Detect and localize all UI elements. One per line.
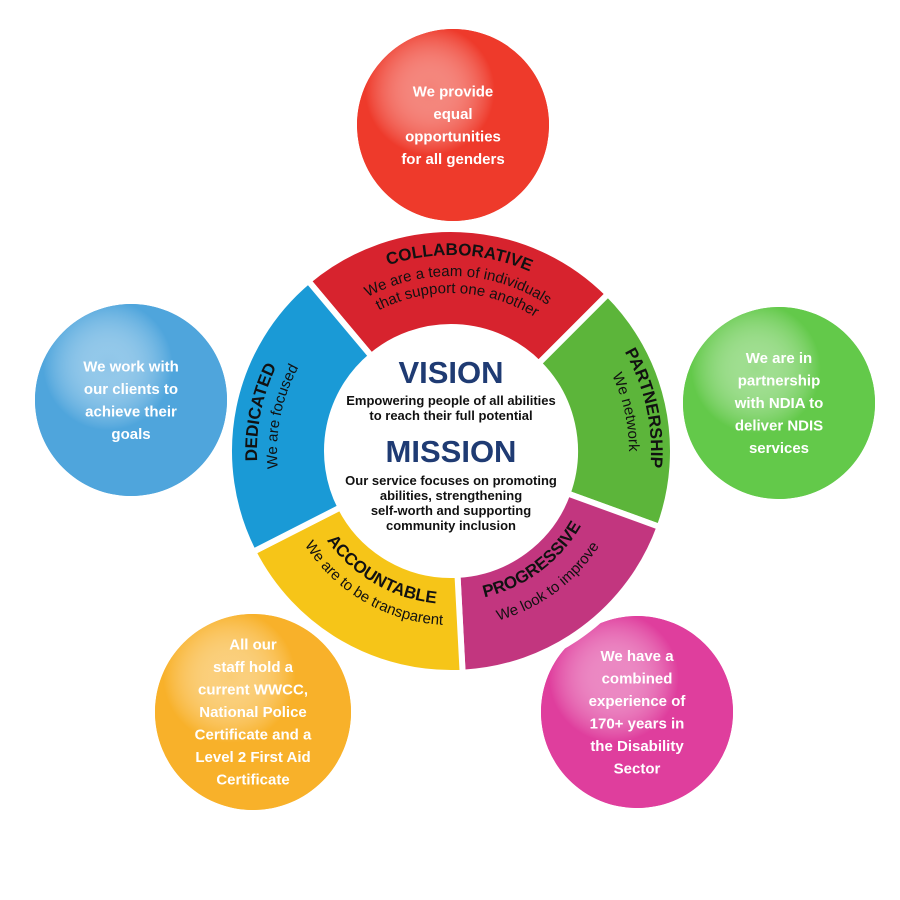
bubble-right-line-1: We are in (746, 350, 812, 367)
bubble-right-line-5: services (749, 440, 809, 457)
bubble-bottom-right-shine (541, 616, 733, 808)
bubble-bottom-left-line-7: Certificate (216, 772, 289, 789)
bubble-bottom-left: All our staff hold a current WWCC, National… (155, 614, 351, 810)
bubble-top: We provide equal opportunities for all gend… (357, 29, 549, 221)
vision-line-1: Empowering people of all abilities (346, 393, 555, 408)
vision-line-2: to reach their full potential (369, 408, 532, 423)
mission-title: MISSION (386, 434, 517, 469)
bubble-top-shine (357, 29, 549, 221)
bubble-top-line-3: opportunities (405, 128, 501, 145)
bubble-left-shine (35, 304, 227, 496)
center-disc (327, 327, 575, 575)
bubble-bottom-right-line-6: Sector (614, 760, 661, 777)
bubble-bottom-left-line-3: current WWCC, (198, 682, 308, 699)
bubble-left-line-1: We work with (83, 358, 179, 375)
bubble-bottom-left-line-4: National Police (199, 704, 307, 721)
mission-line-2: abilities, strengthening (380, 488, 522, 503)
bubble-bottom-left-line-5: Certificate and a (195, 727, 312, 744)
mission-line-4: community inclusion (386, 518, 516, 533)
bubble-left: We work with our clients to achieve their g… (35, 304, 227, 496)
vision-mission-center: VISION Empowering people of all abilitie… (327, 327, 575, 575)
bubble-right-line-2: partnership (738, 373, 821, 390)
bubble-bottom-left-line-6: Level 2 First Aid (195, 749, 310, 766)
bubble-bottom-left-line-2: staff hold a (213, 659, 294, 676)
bubble-right-shine (683, 307, 875, 499)
bubble-bottom-left-line-1: All our (229, 637, 277, 654)
bubble-bottom-right: We have a combined experience of 170+ years… (541, 616, 733, 808)
bubble-right: We are in partnership with NDIA to deliver … (683, 307, 875, 499)
bubble-bottom-right-line-4: 170+ years in (590, 715, 685, 732)
bubble-left-line-4: goals (111, 426, 150, 443)
bubble-top-line-4: for all genders (401, 151, 504, 168)
bubble-bottom-right-line-3: experience of (589, 693, 687, 710)
mission-line-1: Our service focuses on promoting (345, 473, 557, 488)
bubble-right-line-3: with NDIA to (734, 395, 824, 412)
bubble-top-line-1: We provide (413, 83, 494, 100)
bubble-left-line-2: our clients to (84, 381, 178, 398)
bubble-bottom-right-line-5: the Disability (590, 738, 684, 755)
bubbles-layer: We provide equal opportunities for all gend… (35, 29, 875, 810)
bubble-right-line-4: deliver NDIS (735, 418, 823, 435)
vision-title: VISION (398, 355, 503, 390)
bubble-bottom-right-line-1: We have a (600, 648, 674, 665)
bubble-bottom-right-line-2: combined (602, 670, 673, 687)
bubble-top-line-2: equal (433, 106, 472, 123)
mission-line-3: self-worth and supporting (371, 503, 531, 518)
bubble-bottom-left-shine (155, 614, 351, 810)
bubble-left-line-3: achieve their (85, 403, 177, 420)
